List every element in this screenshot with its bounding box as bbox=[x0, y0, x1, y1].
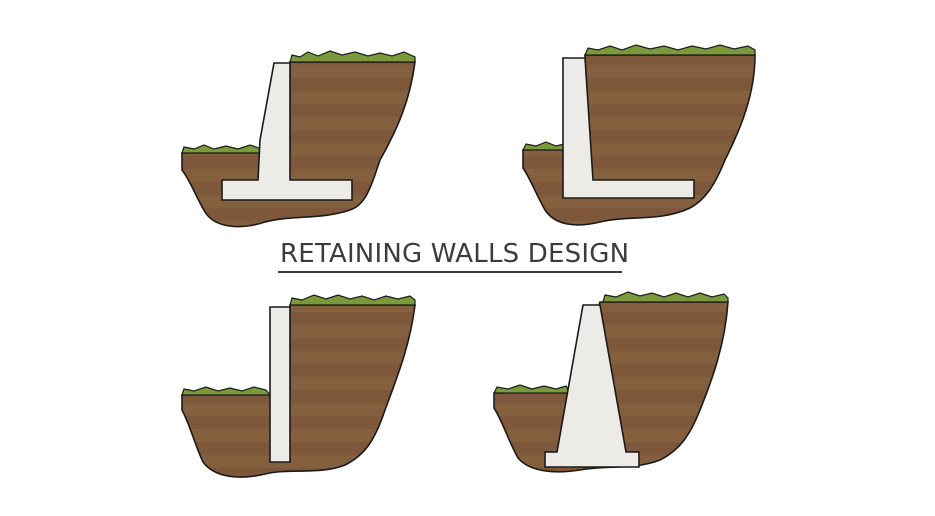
grass-lower bbox=[181, 386, 272, 396]
grass-upper bbox=[602, 291, 729, 303]
grass-upper bbox=[584, 44, 756, 56]
diagram-sheet-pile-wall bbox=[181, 294, 416, 478]
diagram-gravity-wall bbox=[493, 291, 729, 473]
wall-concrete bbox=[562, 57, 695, 199]
grass-lower bbox=[181, 144, 263, 154]
diagram-cantilever-l-wall bbox=[522, 44, 756, 226]
grass-lower bbox=[493, 384, 572, 394]
diagram-cantilever-t-wall bbox=[181, 50, 416, 228]
soil-mass bbox=[181, 61, 416, 228]
soil-mass bbox=[522, 54, 756, 226]
wall-concrete bbox=[221, 62, 353, 201]
wall-concrete bbox=[544, 304, 640, 468]
figure-title: RETAINING WALLS DESIGN bbox=[280, 239, 630, 269]
grass-lower bbox=[522, 141, 565, 151]
soil-mass bbox=[181, 304, 416, 478]
wall-concrete bbox=[269, 306, 291, 463]
title-underline bbox=[278, 271, 622, 273]
grass-upper bbox=[289, 50, 416, 63]
grass-upper bbox=[289, 294, 416, 306]
